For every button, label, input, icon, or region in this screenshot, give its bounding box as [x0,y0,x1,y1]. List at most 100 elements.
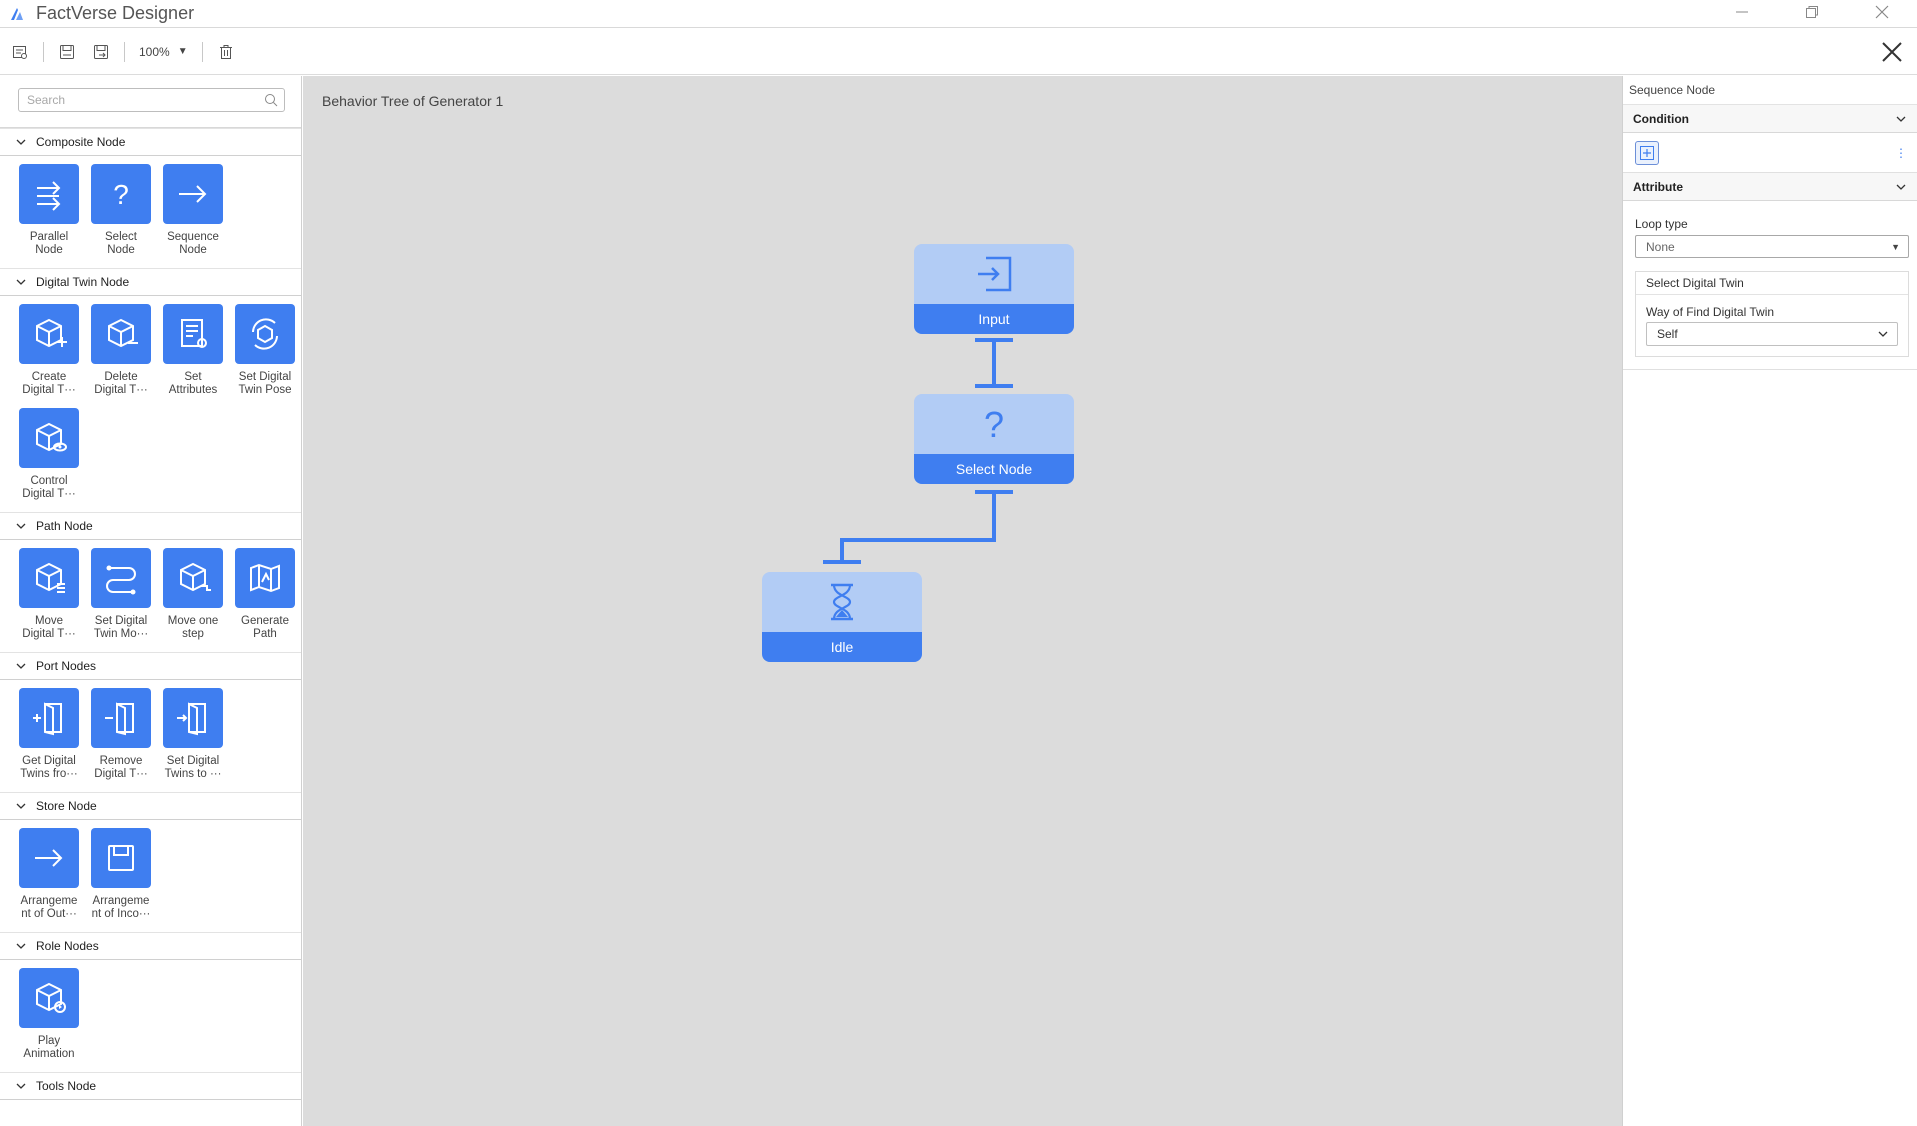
search-icon[interactable] [264,93,278,107]
loop-type-value: None [1646,239,1675,254]
node-tile[interactable]: Create Digital T··· [13,304,85,408]
chevron-down-icon [16,137,26,147]
svg-text:?: ? [113,179,129,210]
tile-label: Set Digital Twin Mo··· [93,615,149,640]
close-window-button[interactable] [1847,0,1917,24]
section-header[interactable]: Composite Node [0,128,301,156]
delete-button[interactable] [209,37,243,67]
node-tile[interactable]: Parallel Node [13,164,85,268]
section-header[interactable]: Role Nodes [0,932,301,960]
node-tile[interactable]: ? Select Node [85,164,157,268]
save-button[interactable] [50,37,84,67]
way-of-find-value: Self [1657,327,1678,341]
chevron-down-icon [16,801,26,811]
arrow-right-icon [19,828,79,888]
node-tile[interactable]: Arrangeme nt of Inco··· [85,828,157,932]
minimize-button[interactable] [1707,0,1777,24]
close-icon [1875,5,1889,19]
node-tile[interactable]: Arrangeme nt of Out··· [13,828,85,932]
node-tile[interactable]: Sequence Node [157,164,229,268]
question-icon: ? [984,404,1004,444]
save-icon [60,44,74,59]
attribute-section-header[interactable]: Attribute [1623,173,1917,201]
hourglass-icon [831,583,853,621]
node-icon-area [914,244,1074,304]
section-title: Digital Twin Node [36,275,130,289]
node-tile[interactable]: Set Digital Twin Pose [229,304,301,408]
canvas-title: Behavior Tree of Generator 1 [322,93,504,109]
tile-label: Delete Digital T··· [94,371,148,396]
zoom-dropdown[interactable]: 100% ▼ [131,37,196,67]
save-as-button[interactable] [84,37,118,67]
toolbar-divider [124,41,125,62]
section-header[interactable]: Path Node [0,512,301,540]
save-as-icon [94,44,108,59]
tree-node-input[interactable]: Input [914,244,1074,334]
tile-label: Generate Path [241,615,289,640]
section-title: Composite Node [36,135,126,149]
door-minus-icon [91,688,151,748]
chevron-down-icon [16,661,26,671]
section-title: Store Node [36,799,97,813]
node-tile[interactable]: Move Digital T··· [13,548,85,652]
restore-button[interactable] [1777,0,1847,24]
cube-plus-icon [19,304,79,364]
properties-button[interactable] [3,37,37,67]
chevron-down-icon: ▼ [177,46,188,57]
way-of-find-select[interactable]: Self [1646,322,1898,346]
node-tile[interactable]: Set Digital Twins to ··· [157,688,229,792]
behavior-tree-canvas[interactable]: Behavior Tree of Generator 1 Input ? Sel… [303,76,1622,1126]
condition-row: ⋮ [1623,133,1917,173]
node-tile[interactable]: Delete Digital T··· [85,304,157,408]
node-label: Select Node [914,454,1074,484]
tree-node-select[interactable]: ? Select Node [914,394,1074,484]
chevron-down-icon [16,1081,26,1091]
properties-icon [13,45,27,59]
node-tile-grid: Play Animation [0,960,301,1072]
condition-section-header[interactable]: Condition [1623,105,1917,133]
node-tile[interactable]: Control Digital T··· [13,408,85,512]
tile-label: Select Node [105,231,137,256]
toolbar-divider [201,41,203,62]
tree-node-idle[interactable]: Idle [762,572,922,662]
section-title: Tools Node [36,1079,97,1093]
tile-label: Remove Digital T··· [94,755,148,780]
close-editor-button[interactable] [1877,37,1907,67]
restore-icon [1806,6,1818,18]
section-title: Path Node [36,519,93,533]
select-twin-header: Select Digital Twin [1636,272,1908,295]
node-tile[interactable]: Play Animation [13,968,85,1072]
chevron-down-icon [16,941,26,951]
section-header[interactable]: Store Node [0,792,301,820]
node-tile[interactable]: Get Digital Twins fro··· [13,688,85,792]
tile-label: Set Digital Twins to ··· [164,755,222,780]
connector-select-idle [840,492,996,562]
cube-minus-icon [91,304,151,364]
more-options-icon[interactable]: ⋮ [1895,145,1907,160]
node-tile[interactable]: Move one step [157,548,229,652]
chevron-down-icon [1896,184,1906,190]
app-logo-icon [11,7,23,20]
minimize-icon [1736,11,1748,13]
search-input[interactable] [19,89,284,111]
tile-label: Create Digital T··· [22,371,76,396]
attribute-header-label: Attribute [1633,179,1683,194]
node-tile[interactable]: Set Attributes [157,304,229,408]
door-in-icon [19,688,79,748]
chevron-down-icon [16,277,26,287]
section-header[interactable]: Digital Twin Node [0,268,301,296]
loop-type-select[interactable]: None ▼ [1635,235,1909,258]
node-tile[interactable]: Remove Digital T··· [85,688,157,792]
section-header[interactable]: Tools Node [0,1072,301,1100]
app-title: FactVerse Designer [36,3,195,23]
node-tile[interactable]: Generate Path [229,548,301,652]
node-tile-grid: Move Digital T··· Set Digital Twin Mo··· M… [0,540,301,652]
node-tile[interactable]: Set Digital Twin Mo··· [85,548,157,652]
tile-label: Control Digital T··· [22,475,76,500]
cube-play-icon [19,968,79,1028]
zoom-value: 100% [139,44,170,59]
section-header[interactable]: Port Nodes [0,652,301,680]
node-icon-area: ? [914,394,1074,454]
add-condition-button[interactable] [1635,140,1659,165]
